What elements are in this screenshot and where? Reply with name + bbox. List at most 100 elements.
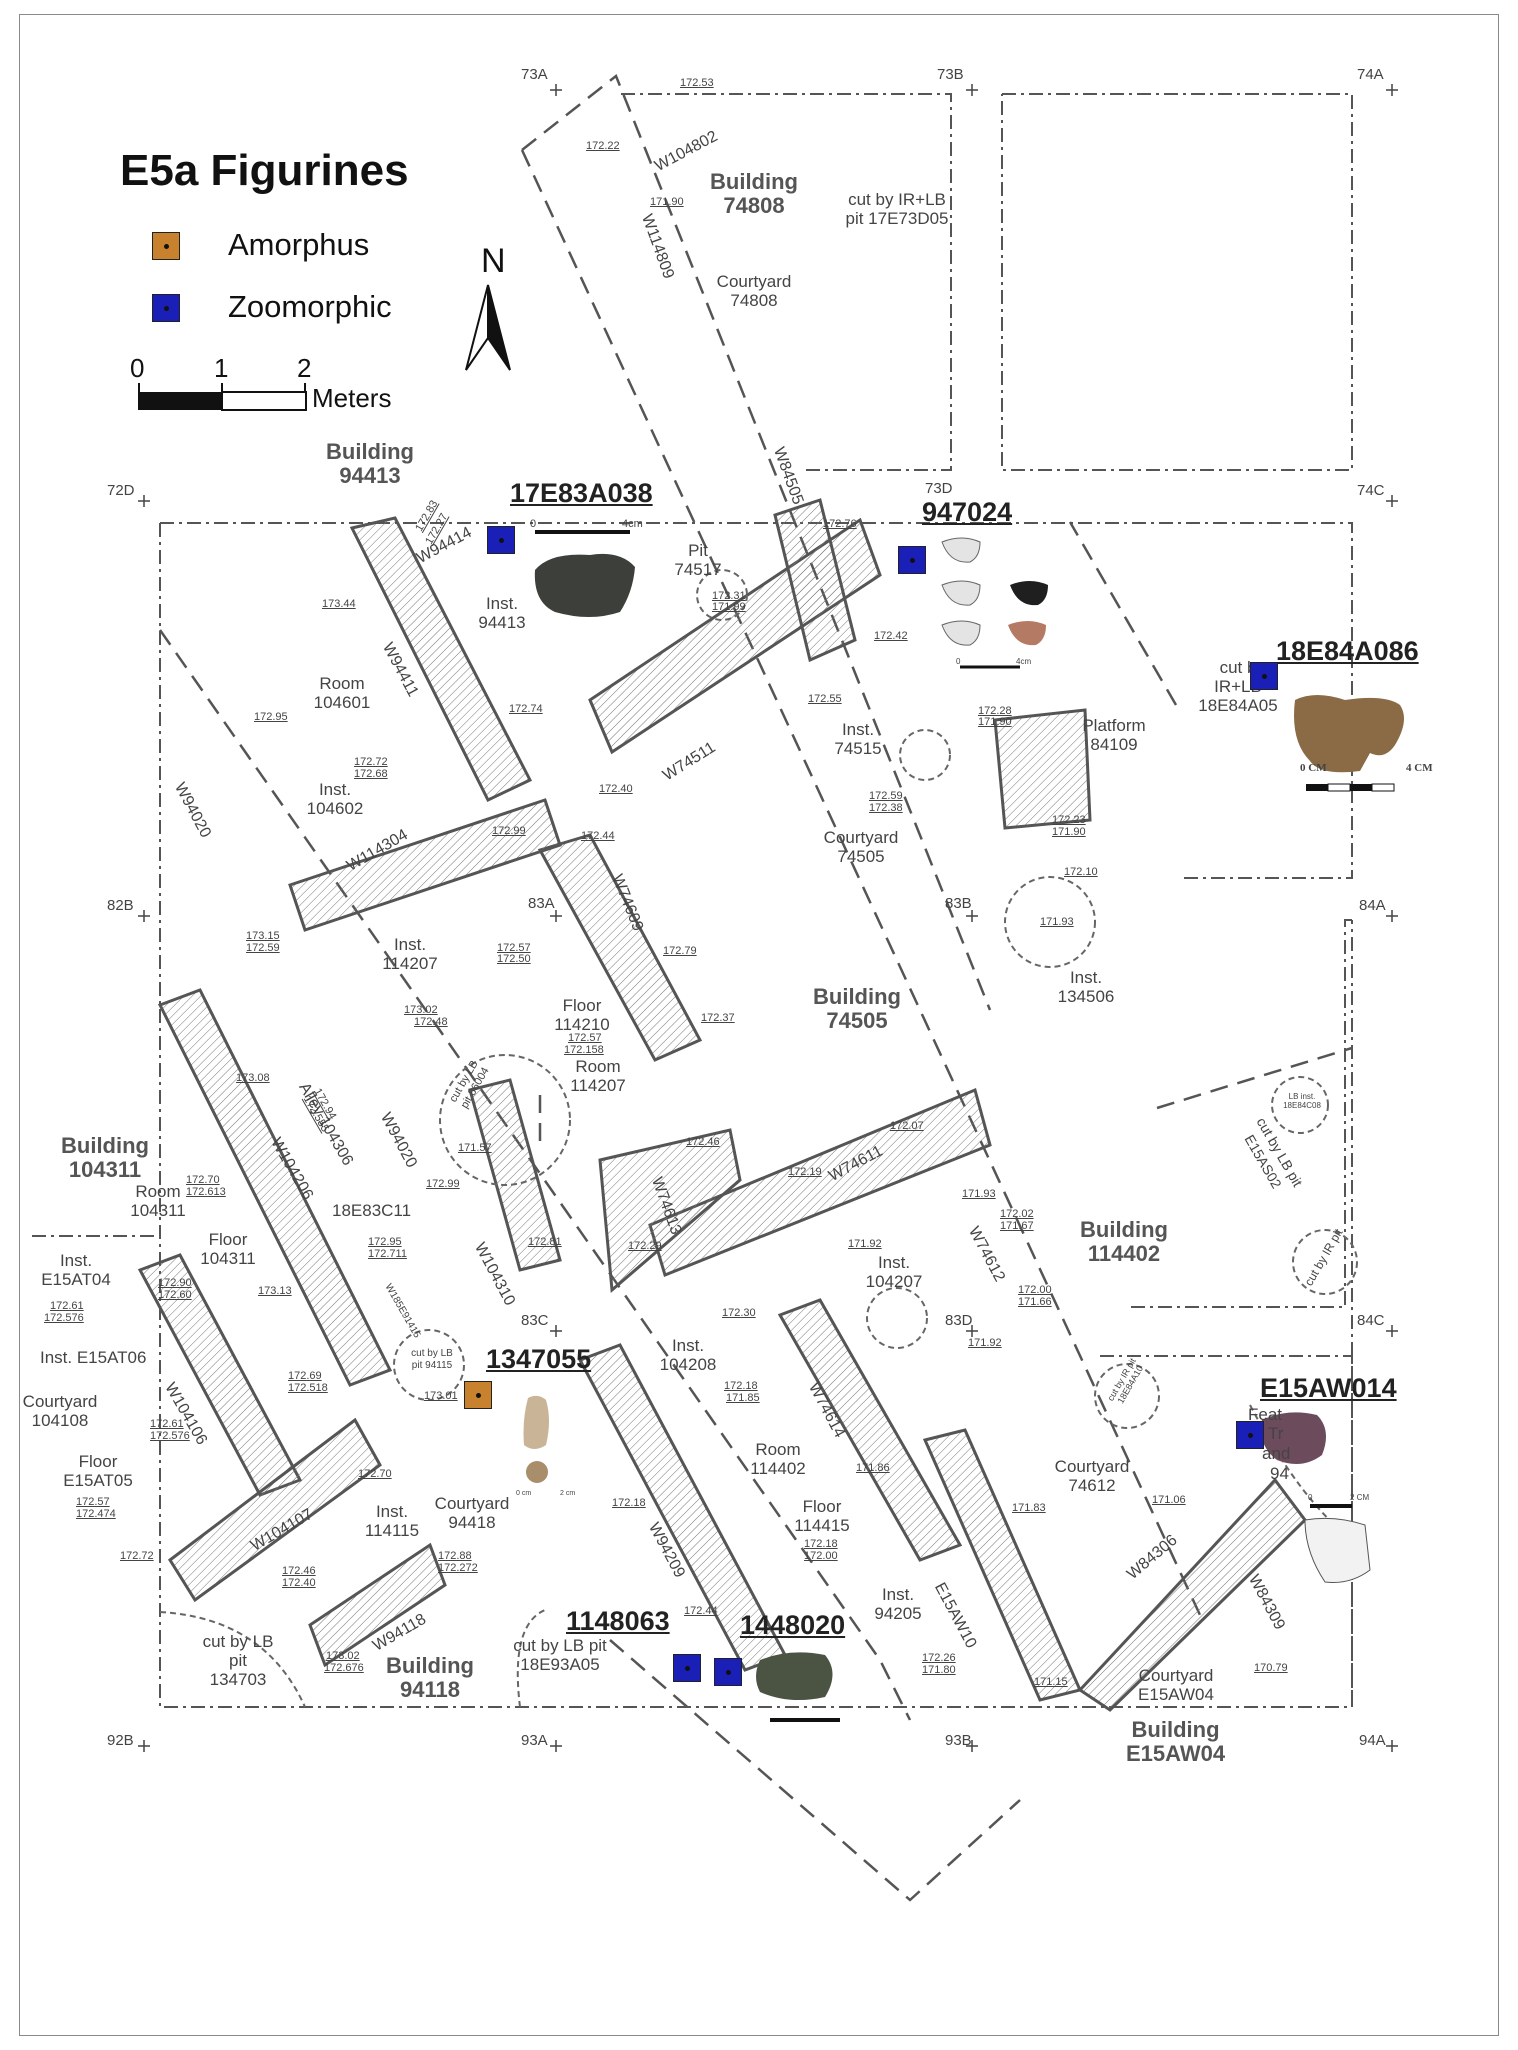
feature-inst-104207: Inst. 104207	[865, 1253, 923, 1291]
scale-label-1347055: 2 cm	[560, 1490, 576, 1497]
elev: 173.02	[326, 1650, 360, 1662]
inst-134506	[1004, 876, 1096, 968]
scale-zero-18E84A086: 0 CM	[1300, 762, 1327, 774]
feature-courtyard-E15AW04: Courtyard E15AW04	[1138, 1666, 1214, 1704]
elev: 172.76	[823, 518, 857, 530]
grid-94A: 94A	[1359, 1732, 1386, 1749]
cross-83D	[966, 1325, 978, 1337]
north-arrow	[465, 284, 511, 371]
trench-73A-west	[520, 149, 1202, 1616]
elev: 172.40	[282, 1577, 316, 1589]
scale-label-E15AW014: 2 CM	[1350, 1493, 1370, 1502]
scale-zero-947024: 0	[956, 657, 961, 666]
feature-17E73D05: cut by IR+LB pit 17E73D05	[845, 190, 949, 228]
elev: 172.57	[497, 942, 531, 954]
grid-83D: 83D	[945, 1312, 973, 1329]
lb-inst-18E84C08	[1271, 1076, 1329, 1134]
cross-94A	[1386, 1740, 1398, 1752]
elev: 171.83	[1012, 1502, 1046, 1514]
figurine-marker-1347055[interactable]	[464, 1381, 492, 1409]
grid-84C: 84C	[1357, 1312, 1385, 1329]
elev: 172.99	[426, 1178, 460, 1190]
wall-W114304	[288, 798, 562, 932]
photo-18E84A086	[1294, 695, 1404, 773]
elev: 172.95	[368, 1236, 402, 1248]
elev: 172.88	[438, 1550, 472, 1562]
photo-1347055-b	[526, 1461, 548, 1483]
figurine-id-18E84A086: 18E84A086	[1276, 636, 1419, 666]
elev: 172.474	[76, 1508, 116, 1520]
elev: 172.57	[568, 1032, 602, 1044]
ir-pit-84C	[1292, 1229, 1358, 1295]
figurine-id-1148063: 1148063	[566, 1606, 670, 1636]
elev: 172.44	[684, 1605, 718, 1617]
elev: 172.00	[1018, 1284, 1052, 1296]
elev: 172.23	[1052, 814, 1086, 826]
feature-platform-84109: Platform 84109	[1082, 716, 1146, 754]
feature-courtyard-74612: Courtyard 74612	[1054, 1457, 1130, 1495]
elev: 172.61	[150, 1418, 184, 1430]
photo-947024-a	[941, 537, 981, 563]
wall-platform-84109	[993, 708, 1092, 830]
elev: 171.80	[922, 1664, 956, 1676]
scale-bar-dark	[138, 392, 222, 410]
elev: 172.07	[890, 1120, 924, 1132]
partial-label-94: 94	[1270, 1464, 1289, 1483]
area-boundary-84	[1130, 919, 1352, 1308]
figurine-marker-17E83A038[interactable]	[487, 526, 515, 554]
feature-room-104311: Room 104311	[130, 1182, 186, 1220]
grid-74C: 74C	[1357, 482, 1385, 499]
elev: 173.13	[258, 1285, 292, 1297]
trench-73A-east	[521, 73, 992, 1011]
elev: 172.53	[680, 77, 714, 89]
elev: 171.92	[968, 1337, 1002, 1349]
ir-pit-18E84A10	[1094, 1363, 1160, 1429]
pit-18E93A05	[516, 1609, 546, 1708]
elev: 172.18	[724, 1380, 758, 1392]
feature-inst-134506: Inst. 134506	[1057, 968, 1115, 1006]
grid-93B: 93B	[945, 1732, 972, 1749]
wall-W74609	[537, 833, 703, 1062]
feature-inst-74515: Inst. 74515	[834, 720, 882, 758]
figurine-marker-1448020[interactable]	[714, 1658, 742, 1686]
scale-zero-1347055: 0 cm	[516, 1490, 532, 1497]
figurine-marker-947024[interactable]	[898, 546, 926, 574]
scale-bar-light	[221, 391, 307, 411]
elev: 172.69	[288, 1370, 322, 1382]
elev: 173.08	[236, 1072, 270, 1084]
elev: 172.60	[158, 1289, 192, 1301]
figurine-marker-1148063[interactable]	[673, 1654, 701, 1682]
elev: 171.57	[458, 1142, 492, 1154]
cross-93A	[550, 1740, 562, 1752]
scale-label-947024: 4cm	[1016, 657, 1032, 666]
figurine-marker-18E84A086[interactable]	[1250, 662, 1278, 690]
feature-inst-104602: Inst. 104602	[306, 780, 364, 818]
elev: 172.57	[76, 1496, 110, 1508]
figurine-id-17E83A038: 17E83A038	[510, 478, 653, 508]
elev: 172.02	[1000, 1208, 1034, 1220]
legend-amorphus-marker	[152, 232, 180, 260]
area-boundary-73A	[621, 93, 952, 471]
cross-82B	[138, 910, 150, 922]
trench-84C	[1156, 1046, 1353, 1110]
elev: 172.30	[722, 1307, 756, 1319]
elev: 172.576	[44, 1312, 84, 1324]
grid-83A: 83A	[528, 895, 555, 912]
wall-W104206	[157, 988, 393, 1387]
figurine-marker-E15AW014[interactable]	[1236, 1421, 1264, 1449]
elev: 171.67	[1000, 1220, 1034, 1232]
legend-zoomorphic-marker	[152, 294, 180, 322]
feature-18E83C11: 18E83C11	[332, 1201, 412, 1220]
elev: 172.72	[120, 1550, 154, 1562]
feature-inst-94413: Inst. 94413	[478, 594, 526, 632]
feature-room-104601: Room 104601	[313, 674, 371, 712]
elev: 172.711	[368, 1248, 407, 1260]
legend-amorphus-label: Amorphus	[228, 227, 370, 262]
elev: 172.46	[686, 1136, 720, 1148]
elev: 172.99	[492, 825, 526, 837]
elev: 172.518	[288, 1382, 328, 1394]
feature-courtyard-94418: Courtyard 94418	[434, 1494, 510, 1532]
